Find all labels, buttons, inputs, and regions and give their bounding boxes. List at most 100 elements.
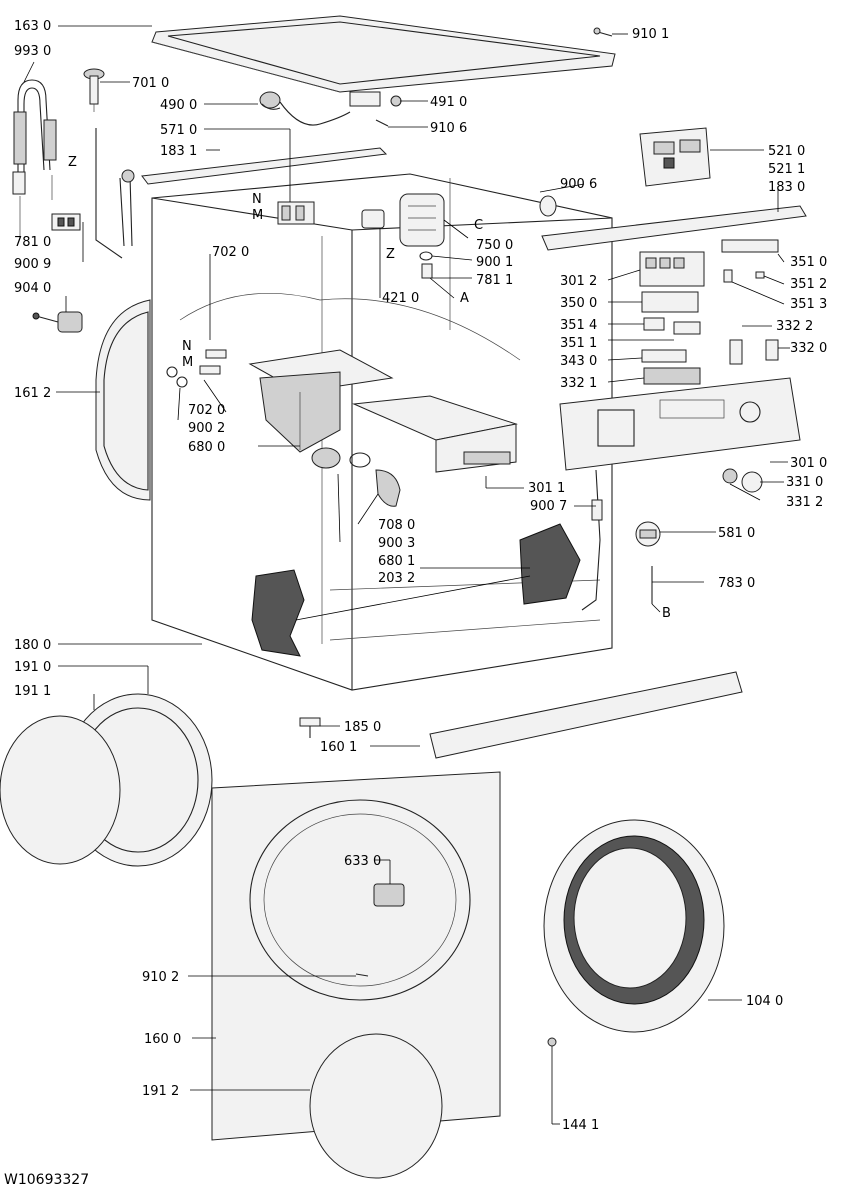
callout-702-0-upper: 702 0 [212,245,249,260]
callout-781-1: 781 1 [476,273,513,288]
callout-750-0: 750 0 [476,238,513,253]
wiring-900-7-part [581,469,603,611]
control-panel-301-0-part [559,377,801,471]
callout-781-0: 781 0 [14,235,51,250]
callout-160-0: 160 0 [144,1032,181,1047]
callout-301-0: 301 0 [790,456,827,471]
pressure-switch-581-part [635,521,661,547]
part-144-1 [547,1037,557,1047]
brackets-332-part [729,339,779,365]
top-lid-part [151,15,616,93]
kickplate-160-1-part [429,671,743,759]
knobs-331-part [722,468,763,493]
hose-708-part [349,452,401,507]
callout-910-2: 910 2 [142,970,179,985]
callout-191-1: 191 1 [14,684,51,699]
display-350-part [641,291,699,313]
detergent-housing-part [248,349,394,469]
callout-633-0: 633 0 [344,854,381,869]
valve-block-571-part [277,201,315,225]
inlet-hoses-part [12,79,57,238]
callout-900-6: 900 6 [560,177,597,192]
insulation-left-part [251,569,305,657]
callout-191-2: 191 2 [142,1084,179,1099]
callout-m-upper: M [252,208,263,223]
screw-910-1-part [593,27,613,37]
callout-c: C [474,218,483,233]
callout-900-2: 900 2 [188,421,225,436]
callout-783-0: 783 0 [718,576,755,591]
callout-144-1: 144 1 [562,1118,599,1133]
ring-900-1-part [419,251,433,279]
screw-910-2-part [355,973,369,977]
callout-910-6: 910 6 [430,121,467,136]
callout-343-0: 343 0 [560,354,597,369]
callout-332-2: 332 2 [776,319,813,334]
callout-350-0: 350 0 [560,296,597,311]
callout-680-1: 680 1 [378,554,415,569]
leader-lines [19,25,790,1125]
part-343 [641,349,687,363]
callout-104-0: 104 0 [746,994,783,1009]
callout-351-0: 351 0 [790,255,827,270]
door-gasket-191-part [0,693,213,867]
callout-521-0: 521 0 [768,144,805,159]
callout-904-0: 904 0 [14,281,51,296]
callout-351-1: 351 1 [560,336,597,351]
control-board-521-part [639,127,711,187]
callout-571-0: 571 0 [160,123,197,138]
door-104-part [543,819,725,1033]
callout-701-0: 701 0 [132,76,169,91]
button-bar-351-0-part [721,239,779,253]
cable-490-part [259,91,351,126]
screw-910-6-part [375,119,389,127]
callout-351-4: 351 4 [560,318,597,333]
callout-331-2: 331 2 [786,495,823,510]
callout-301-2: 301 2 [560,274,597,289]
callout-351-3: 351 3 [790,297,827,312]
board-301-2-part [639,251,705,287]
insulation-right-part [519,523,581,605]
callout-900-7: 900 7 [530,499,567,514]
door-lock-633-part [373,883,405,907]
drawer-301-1-part [352,395,518,473]
rail-183-1-part [141,147,388,185]
callout-900-1: 900 1 [476,255,513,270]
callout-m-lower: M [182,355,193,370]
callout-163-0: 163 0 [14,19,51,34]
clips-900-2-part [166,366,188,388]
callout-332-0: 332 0 [790,341,827,356]
callout-900-3: 900 3 [378,536,415,551]
callout-331-0: 331 0 [786,475,823,490]
document-id: W10693327 [4,1172,90,1188]
front-panel-160-0-part [211,771,501,1141]
callout-b: B [662,606,671,621]
callout-a: A [460,291,469,306]
callout-702-0-lower: 702 0 [188,403,225,418]
callout-z-left: Z [68,155,77,170]
callout-n-upper: N [252,192,262,207]
rear-gasket-part [95,299,151,501]
callout-351-2: 351 2 [790,277,827,292]
callout-203-2: 203 2 [378,571,415,586]
buttons-332-1-part [643,367,701,385]
clip-900-6-part [539,195,557,217]
callout-708-0: 708 0 [378,518,415,533]
callout-421-0: 421 0 [382,291,419,306]
part-421 [361,209,385,229]
drain-pipe-part [95,128,135,259]
valve-701-part [83,68,105,112]
callout-183-0: 183 0 [768,180,805,195]
callout-191-0: 191 0 [14,660,51,675]
callout-301-1: 301 1 [528,481,565,496]
connector-491-part [349,91,402,107]
clip-900-9-part [51,213,81,231]
callout-183-1: 183 1 [160,144,197,159]
callout-160-1: 160 1 [320,740,357,755]
callout-332-1: 332 1 [560,376,597,391]
callout-z-center: Z [386,247,395,262]
callout-labels: 163 0 993 0 910 1 701 0 490 0 491 0 910 … [14,19,827,1133]
callout-581-0: 581 0 [718,526,755,541]
callout-185-0: 185 0 [344,720,381,735]
filter-904-part [32,311,83,333]
